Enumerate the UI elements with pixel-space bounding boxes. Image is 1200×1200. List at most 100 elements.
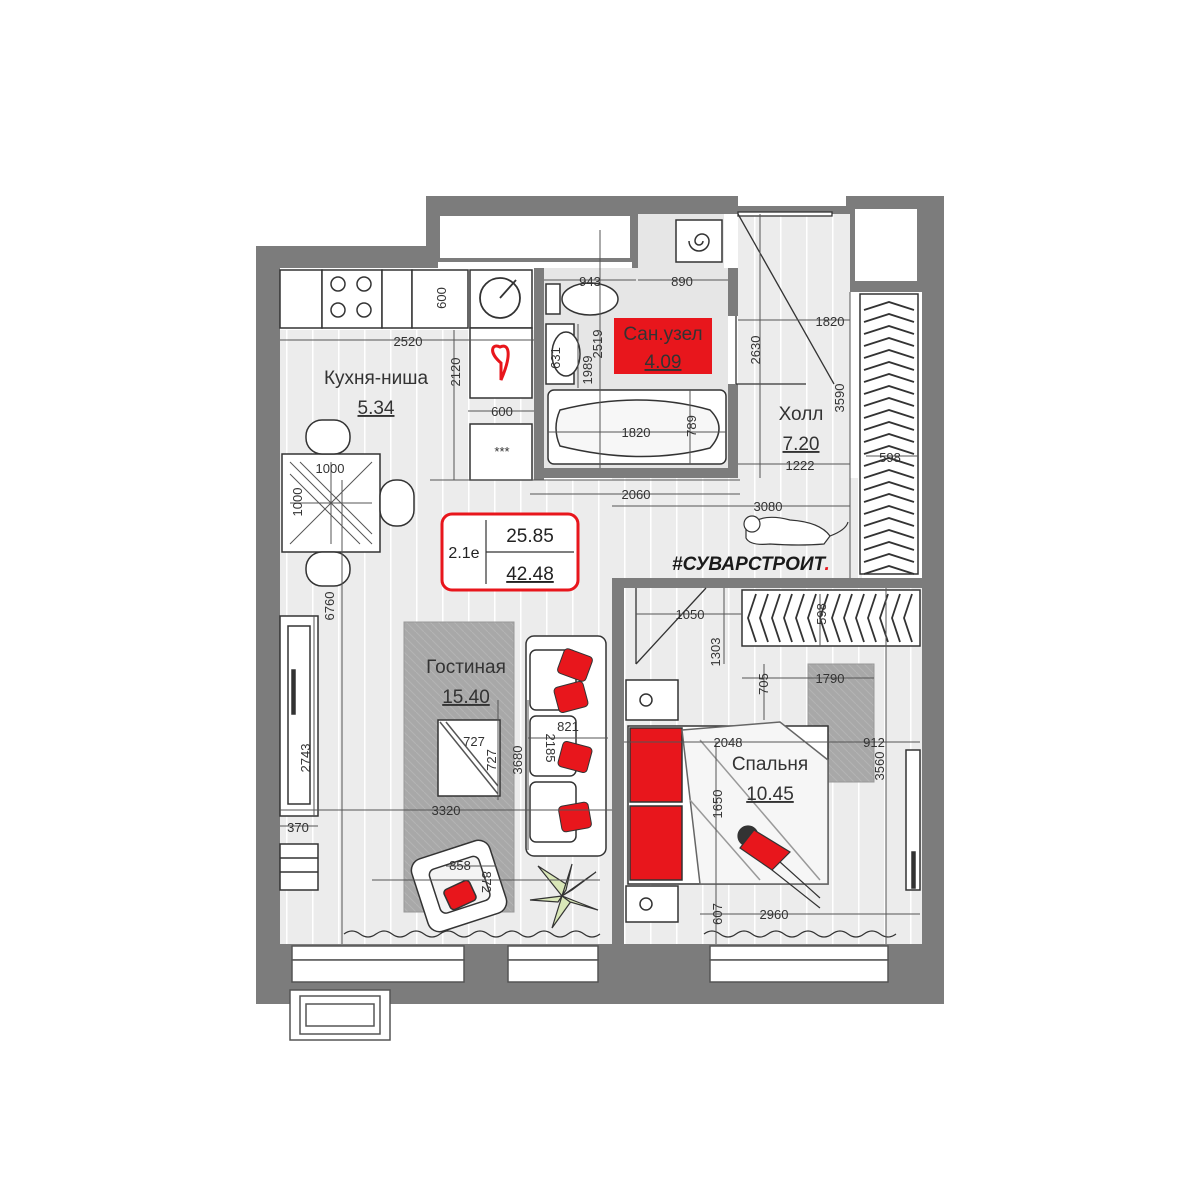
coat-hanger-icon — [863, 457, 915, 467]
dim-1222: 1222 — [786, 458, 815, 473]
dim-1303: 1303 — [708, 638, 723, 667]
armchair — [410, 839, 508, 933]
nightstands — [625, 679, 679, 923]
dim-370: 370 — [287, 820, 309, 835]
shaft-box — [849, 203, 923, 287]
coat-hanger-icon — [867, 593, 877, 643]
dim-600-b: 600 — [491, 404, 513, 419]
counter-1 — [279, 269, 323, 329]
dim-858: 858 — [449, 858, 471, 873]
bedroom-area: 10.45 — [746, 784, 794, 805]
toilet-tank — [545, 283, 561, 315]
curtain-living — [343, 930, 601, 938]
tv-unit — [279, 615, 319, 891]
coat-hanger-icon — [863, 409, 915, 419]
coat-hanger-icon — [855, 593, 865, 643]
coat-hanger-icon — [863, 445, 915, 455]
coat-hanger-icon — [863, 553, 915, 563]
dim-2519: 2519 — [590, 330, 605, 359]
bathroom-wall-left — [534, 268, 544, 480]
coat-hanger-icon — [863, 337, 915, 347]
coat-hanger-icon — [863, 325, 915, 335]
coffee-table — [437, 719, 501, 797]
person-icon — [737, 825, 821, 909]
dim-727-a: 727 — [463, 734, 485, 749]
coat-hanger-icon — [771, 593, 781, 643]
coat-hanger-icon — [903, 593, 913, 643]
room-labels: Кухня-ниша 5.34 Холл 7.20 Гостиная 15.40… — [324, 368, 823, 805]
dim-598-b: 598 — [814, 603, 829, 625]
area-badge: 2.1е 25.85 42.48 — [440, 512, 580, 592]
coat-hanger-icon — [843, 593, 853, 643]
bathroom-wall-right-low — [728, 384, 738, 478]
coat-hanger-icon — [863, 397, 915, 407]
dim-3680: 3680 — [510, 746, 525, 775]
bathroom-wall-right — [728, 268, 738, 316]
cat-icon — [743, 515, 849, 546]
dim-2960: 2960 — [760, 907, 789, 922]
bathroom-badge — [614, 318, 712, 374]
dim-1050: 1050 — [676, 607, 705, 622]
coat-hanger-icon — [863, 421, 915, 431]
dim-789: 789 — [684, 415, 699, 437]
cooktop — [321, 269, 383, 329]
dim-872: 872 — [479, 871, 494, 893]
dim-1790: 1790 — [816, 671, 845, 686]
dishwasher — [469, 423, 533, 481]
coat-hanger-icon — [759, 593, 769, 643]
coat-hanger-icon — [891, 593, 901, 643]
dim-598-a: 598 — [879, 450, 901, 465]
dim-1820-b: 1820 — [816, 314, 845, 329]
kitchen-area: 5.34 — [358, 398, 395, 419]
dim-943: 943 — [579, 274, 601, 289]
counter-3 — [411, 269, 469, 329]
coat-hanger-icon — [879, 593, 889, 643]
coat-hanger-icon — [831, 593, 841, 643]
kitchen-counters — [279, 269, 533, 481]
hall-wardrobe — [859, 293, 919, 575]
dim-607: 607 — [710, 903, 725, 925]
windows — [291, 945, 889, 983]
dim-3590: 3590 — [832, 384, 847, 413]
bedroom-wall-top — [612, 578, 922, 588]
bathroom-name: Сан.узел — [623, 324, 702, 345]
dim-1650: 1650 — [710, 790, 725, 819]
dim-6760: 6760 — [322, 592, 337, 621]
coat-hanger-icon — [863, 529, 915, 539]
bed — [627, 721, 829, 885]
coat-hanger-icon — [863, 433, 915, 443]
coat-hanger-icon — [795, 593, 805, 643]
dim-890: 890 — [671, 274, 693, 289]
coat-hanger-icon — [807, 593, 817, 643]
coat-hanger-icon — [863, 301, 915, 311]
bottom-wall-infill — [280, 944, 922, 954]
dim-3080: 3080 — [754, 499, 783, 514]
dim-2520: 2520 — [394, 334, 423, 349]
coat-hanger-icon — [863, 373, 915, 383]
coat-hanger-icon — [863, 361, 915, 371]
wall-niche-top-frame — [436, 212, 634, 262]
coat-hanger-icon — [863, 565, 915, 575]
dim-631: 631 — [548, 347, 563, 369]
dim-1820-a: 1820 — [622, 425, 651, 440]
coat-hanger-icon — [863, 493, 915, 503]
dining-set — [281, 419, 415, 587]
hall-area: 7.20 — [783, 434, 820, 455]
bathroom-wall-bottom — [534, 468, 738, 478]
bathroom-area: 4.09 — [645, 352, 682, 373]
hall-name: Холл — [779, 404, 824, 425]
coat-hanger-icon — [863, 469, 915, 479]
hall-floor-top — [738, 214, 850, 478]
bathroom-vent — [675, 219, 723, 263]
dim-2060: 2060 — [622, 487, 651, 502]
wall-niche-top — [438, 214, 632, 260]
dim-1989: 1989 — [580, 356, 595, 385]
dim-2048: 2048 — [714, 735, 743, 750]
total-area: 42.48 — [506, 564, 554, 585]
dim-1000-a: 1000 — [316, 461, 345, 476]
toilet-bowl — [561, 282, 619, 316]
dim-912: 912 — [863, 735, 885, 750]
bedroom-name: Спальня — [732, 754, 808, 775]
dishwasher-label: *** — [494, 444, 509, 459]
coat-hanger-icon — [863, 505, 915, 515]
